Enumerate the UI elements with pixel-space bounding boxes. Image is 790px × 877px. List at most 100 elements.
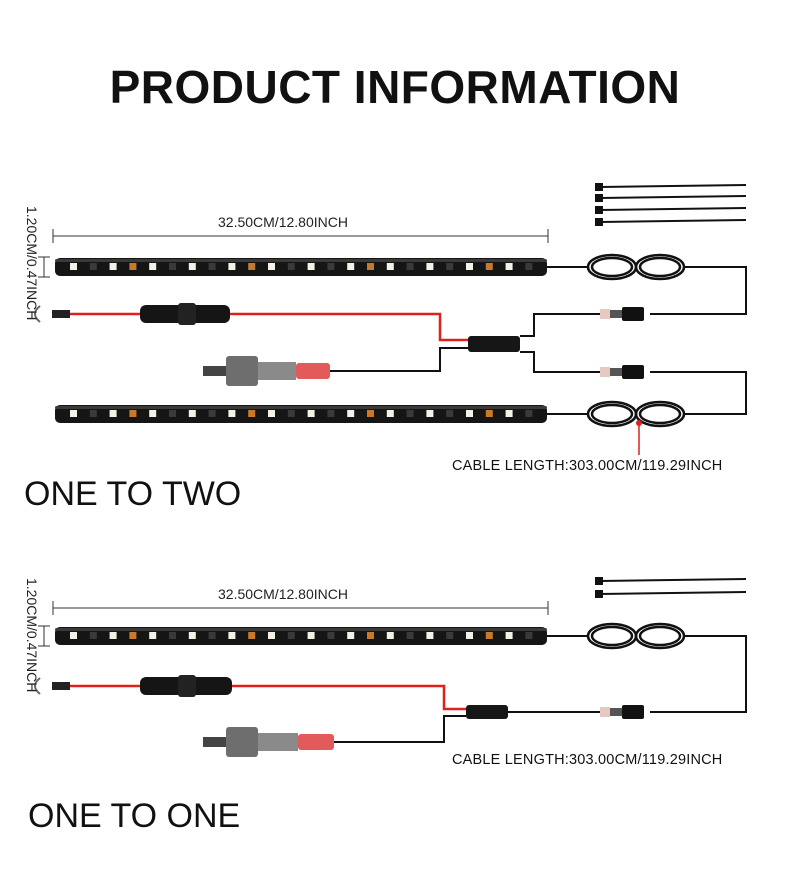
cable-length-label-2: CABLE LENGTH:303.00CM/119.29INCH xyxy=(452,752,723,768)
led-chip xyxy=(485,632,493,639)
led-chip xyxy=(525,410,533,417)
led-chip xyxy=(525,632,533,639)
led-strip-top xyxy=(55,258,547,276)
led-chip xyxy=(188,410,196,417)
fork-terminal-2 xyxy=(34,677,70,695)
led-chip xyxy=(89,410,97,417)
led-chip xyxy=(485,263,493,270)
led-chip xyxy=(426,410,434,417)
led-chip xyxy=(386,410,394,417)
led-chip xyxy=(406,632,414,639)
led-chip xyxy=(268,632,275,639)
led-chip xyxy=(406,410,414,417)
led-chip xyxy=(248,410,256,417)
led-strip-single xyxy=(55,627,547,645)
led-chip xyxy=(89,632,97,639)
led-chip xyxy=(268,410,275,417)
led-chip xyxy=(446,263,454,270)
led-chip xyxy=(367,410,374,417)
pin-switch-2 xyxy=(203,727,334,757)
led-chip xyxy=(109,632,117,639)
led-chip xyxy=(109,410,117,417)
cable-length-label-1: CABLE LENGTH:303.00CM/119.29INCH xyxy=(452,458,723,474)
led-chip xyxy=(426,632,434,639)
led-chip xyxy=(485,410,493,417)
led-strip-bottom xyxy=(55,405,547,423)
width-label-1: 1.20CM/0.47INCH xyxy=(24,206,40,321)
led-chip xyxy=(149,632,157,639)
section-one-to-two xyxy=(34,229,747,428)
section-title-one-to-one: ONE TO ONE xyxy=(28,797,241,835)
y-splitter xyxy=(468,336,520,352)
fuse-holder xyxy=(140,303,230,325)
led-chip xyxy=(188,632,196,639)
cable-coil-bottom xyxy=(586,400,686,428)
led-chip xyxy=(109,263,117,270)
led-chip xyxy=(70,410,77,417)
led-chip xyxy=(129,263,137,270)
led-chip xyxy=(169,410,176,417)
led-chip xyxy=(188,263,196,270)
led-chip xyxy=(505,632,513,639)
led-chip xyxy=(327,263,335,270)
fuse-holder-2 xyxy=(140,675,232,697)
section-title-one-to-two: ONE TO TWO xyxy=(24,475,242,513)
fork-terminal xyxy=(34,305,70,323)
cable-ties-four xyxy=(595,183,747,226)
led-chip xyxy=(347,263,355,270)
page-title: PRODUCT INFORMATION xyxy=(109,61,681,113)
led-chip xyxy=(287,410,295,417)
led-chip xyxy=(446,410,454,417)
led-chip xyxy=(129,632,137,639)
led-chip xyxy=(248,632,256,639)
led-chip xyxy=(327,410,335,417)
led-chip xyxy=(367,263,374,270)
led-chip xyxy=(70,263,77,270)
led-chip xyxy=(505,263,513,270)
led-chip xyxy=(466,263,473,270)
led-chip xyxy=(446,632,454,639)
cable-ties-two xyxy=(595,577,747,598)
led-chip xyxy=(327,632,335,639)
led-chip xyxy=(386,632,394,639)
led-chip xyxy=(208,632,216,639)
led-chip xyxy=(228,632,236,639)
width-label-2: 1.20CM/0.47INCH xyxy=(24,578,40,693)
led-chip xyxy=(268,263,275,270)
inline-joint xyxy=(466,705,508,719)
connector-single xyxy=(600,705,644,719)
led-chip xyxy=(208,410,216,417)
led-chip xyxy=(406,263,414,270)
led-chip xyxy=(228,410,236,417)
led-chip xyxy=(347,410,355,417)
led-chip xyxy=(208,263,216,270)
section-one-to-one xyxy=(34,601,747,757)
led-chip xyxy=(525,263,533,270)
led-chip xyxy=(347,632,355,639)
led-chip xyxy=(307,263,315,270)
connector-top xyxy=(600,307,644,321)
led-chip xyxy=(70,632,77,639)
led-chip xyxy=(466,410,473,417)
led-chip xyxy=(149,410,157,417)
led-chip xyxy=(169,263,176,270)
length-label-1: 32.50CM/12.80INCH xyxy=(218,214,348,230)
connector-bottom xyxy=(600,365,644,379)
length-label-2: 32.50CM/12.80INCH xyxy=(218,586,348,602)
led-chip xyxy=(307,410,315,417)
led-chip xyxy=(287,632,295,639)
led-chip xyxy=(228,263,236,270)
led-chip xyxy=(169,632,176,639)
led-chip xyxy=(149,263,157,270)
led-chip xyxy=(386,263,394,270)
led-chip xyxy=(129,410,137,417)
led-chip xyxy=(505,410,513,417)
led-chip xyxy=(248,263,256,270)
led-chip xyxy=(287,263,295,270)
cable-coil-top xyxy=(586,253,686,281)
led-chip xyxy=(367,632,374,639)
led-chip xyxy=(466,632,473,639)
led-chip xyxy=(89,263,97,270)
